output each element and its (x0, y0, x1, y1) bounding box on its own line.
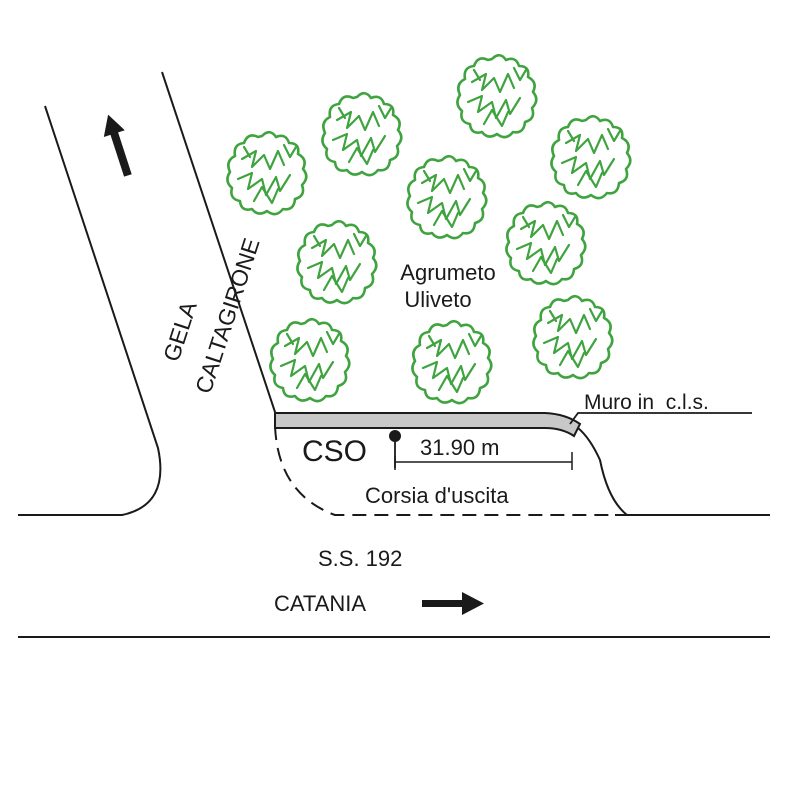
arrow-up-icon (103, 114, 132, 177)
road-ss192 (18, 514, 770, 638)
tree-icon (226, 130, 308, 216)
label-uliveto: Uliveto (404, 287, 471, 312)
label-catania: CATANIA (274, 591, 366, 616)
label-distance: 31.90 m (420, 435, 500, 460)
tree-icon (296, 219, 378, 305)
tree-icon (411, 319, 493, 405)
tree-icon (269, 317, 351, 403)
wall-leader-line (569, 412, 752, 425)
tree-icon (505, 200, 587, 286)
tree-icon (532, 294, 614, 380)
label-wall: Muro in c.l.s. (584, 391, 709, 414)
label-agrumeto: Agrumeto (400, 260, 495, 285)
tree-icon (406, 154, 488, 240)
arrow-right-icon (422, 592, 484, 615)
label-exit-lane: Corsia d'uscita (365, 483, 509, 508)
road-left-edge (18, 105, 162, 516)
tree-icon (456, 53, 538, 139)
label-cso: CSO (302, 435, 367, 468)
exit-lane-solid-edge (577, 427, 628, 516)
label-caltagirone: CALTAGIRONE (190, 235, 265, 397)
label-gela: GELA (158, 298, 202, 365)
tree-icon (321, 91, 403, 177)
tree-icon (550, 114, 632, 200)
concrete-wall (274, 412, 582, 438)
distance-dimension (394, 452, 573, 470)
label-ss192: S.S. 192 (318, 546, 402, 571)
